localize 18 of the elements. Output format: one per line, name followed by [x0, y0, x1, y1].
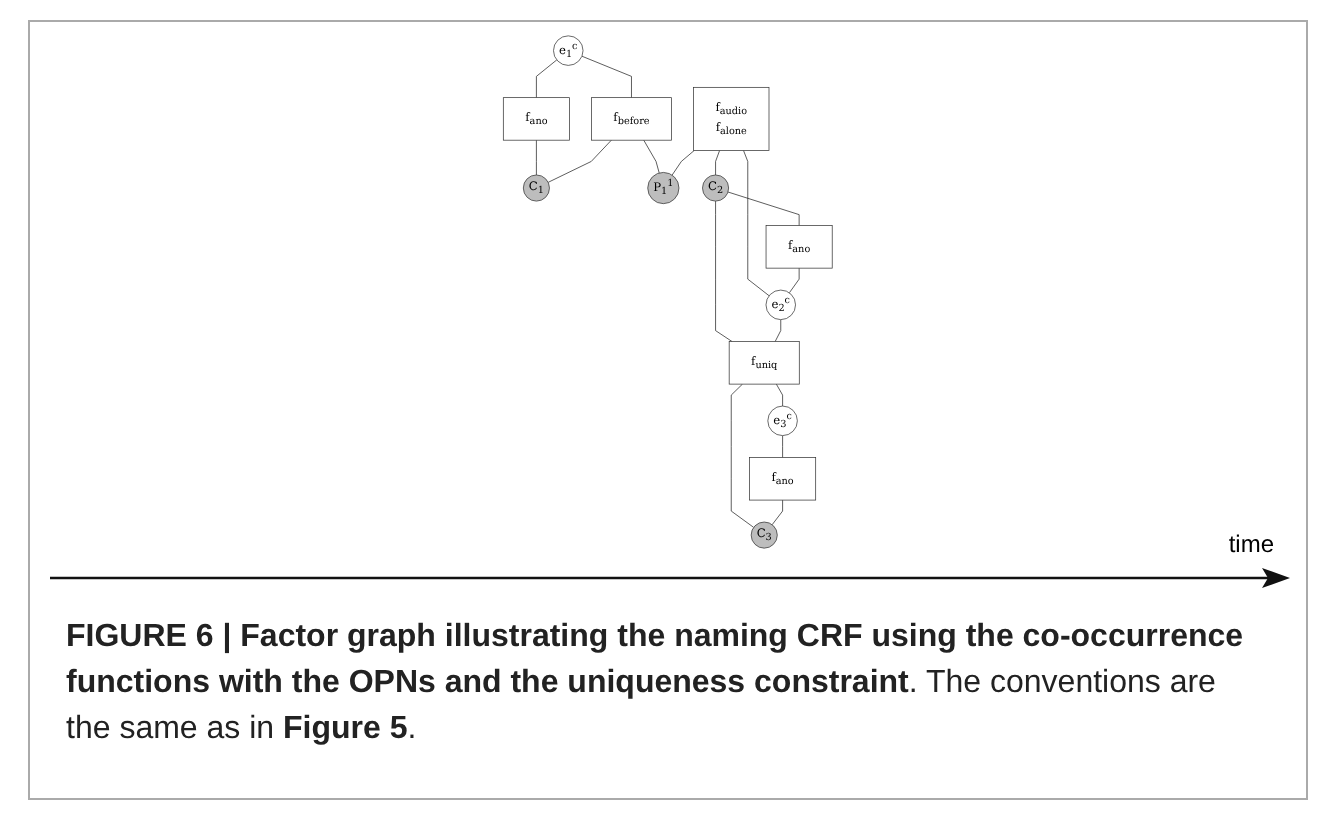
connector — [743, 150, 770, 297]
connector — [715, 200, 733, 342]
connector — [782, 435, 784, 458]
connector — [671, 150, 695, 176]
connector — [776, 383, 784, 407]
connector — [536, 139, 537, 176]
connector — [731, 383, 755, 528]
connector — [536, 59, 558, 98]
connector — [775, 319, 782, 342]
connector — [548, 139, 612, 183]
figure-caption: FIGURE 6 | Factor graph illustrating the naming CRF using the co-occurrence functions with the OPNs and the uniqueness constraint. The conventions are the same as in Figure 5. — [66, 618, 1246, 751]
connector — [727, 191, 800, 226]
connector — [715, 150, 721, 176]
connector — [772, 499, 784, 526]
connector — [789, 267, 800, 294]
axis-label: time — [1228, 530, 1274, 558]
connector — [581, 55, 633, 98]
connector — [643, 139, 660, 174]
